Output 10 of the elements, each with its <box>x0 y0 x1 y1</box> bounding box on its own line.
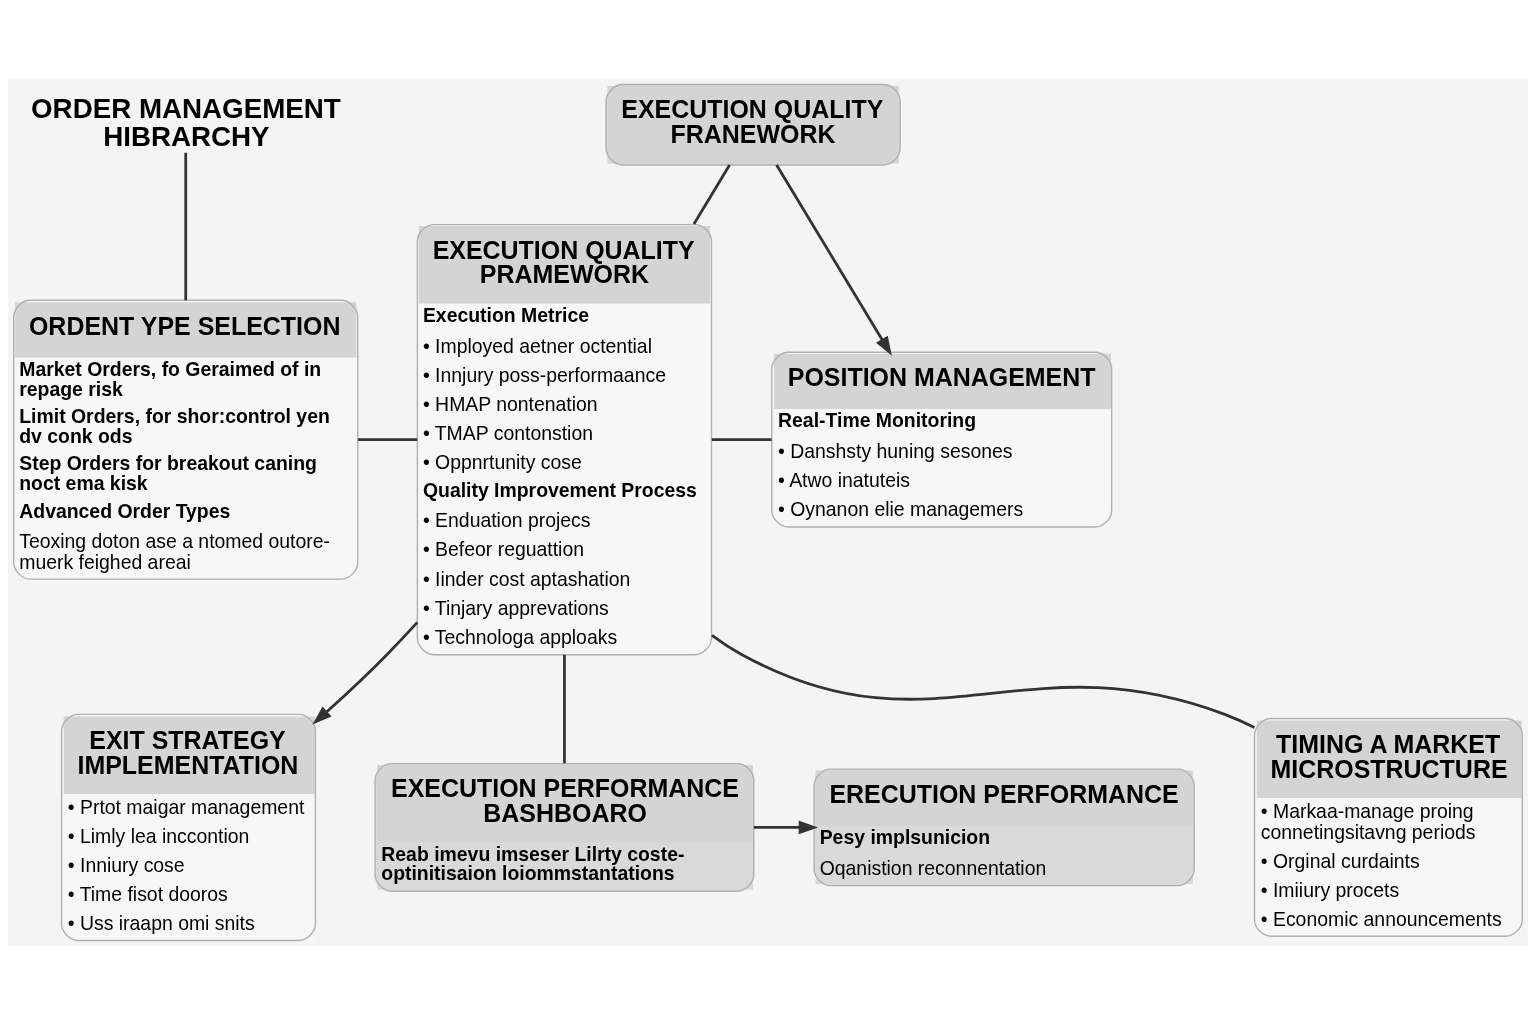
connector <box>563 654 566 763</box>
arrow <box>753 820 819 834</box>
connector <box>692 163 731 225</box>
connector <box>184 152 188 300</box>
arrow <box>312 621 419 724</box>
connector <box>358 437 418 441</box>
arrow <box>775 163 892 356</box>
connector <box>711 437 772 441</box>
node-text: ORDER MANAGEMENT HIBRARCHY <box>31 92 341 152</box>
connector <box>711 633 1256 729</box>
